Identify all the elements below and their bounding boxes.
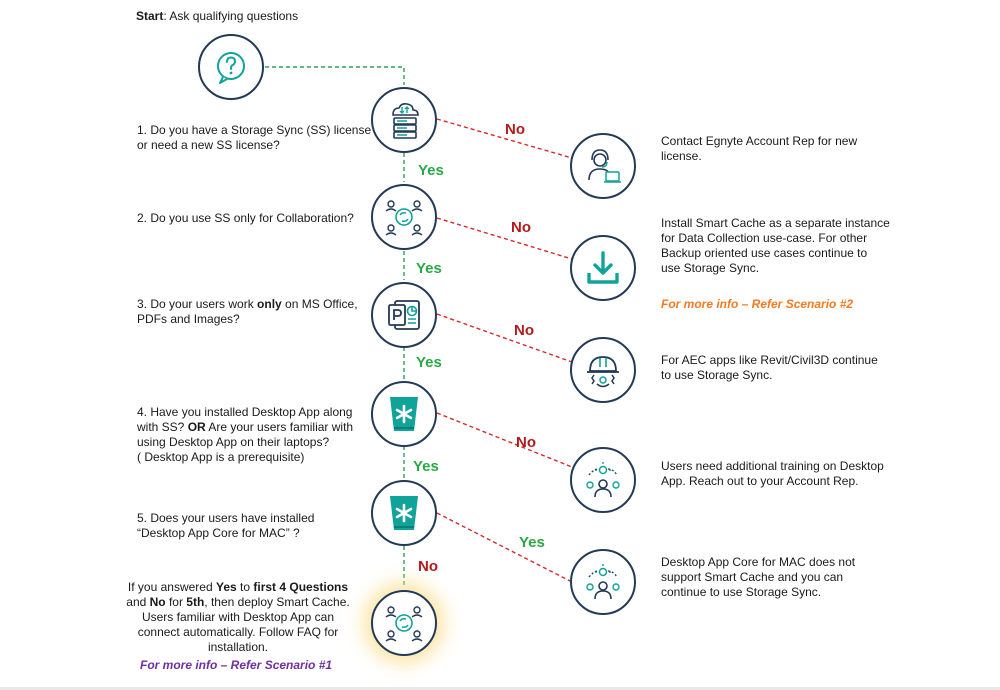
powerpoint-icon bbox=[388, 300, 420, 330]
start-node bbox=[198, 34, 264, 100]
yes-link-5 bbox=[436, 512, 573, 583]
start-connector bbox=[265, 66, 405, 85]
outcome-3-text: For AEC apps like Revit/Civil3D continue… bbox=[661, 353, 878, 382]
scenario-1-reference: For more info – Refer Scenario #1 bbox=[140, 658, 333, 672]
no-label-5: No bbox=[418, 558, 438, 575]
support-agent-icon bbox=[588, 149, 621, 183]
scenario-2-reference: For more info – Refer Scenario #2 bbox=[661, 297, 854, 311]
question-3: 3. Do your users work only on MS Office,… bbox=[137, 297, 358, 326]
training-team-icon bbox=[586, 462, 620, 498]
question-icon bbox=[217, 52, 245, 84]
desktop-app-icon bbox=[390, 496, 418, 530]
download-icon bbox=[587, 251, 619, 284]
desktop-app-icon bbox=[390, 397, 418, 431]
outcome-2-node bbox=[570, 235, 636, 301]
training-team-icon bbox=[586, 564, 620, 600]
q1-node bbox=[371, 87, 437, 153]
smart-cache-icon bbox=[385, 606, 423, 642]
no-label-2: No bbox=[511, 219, 531, 236]
question-1: 1. Do you have a Storage Sync (SS) licen… bbox=[137, 123, 372, 152]
q2-node bbox=[371, 184, 437, 250]
no-label-4: No bbox=[516, 434, 536, 451]
outcome-1-node bbox=[570, 133, 636, 199]
outcome-1-text: Contact Egnyte Account Rep for new licen… bbox=[661, 134, 858, 163]
yes-label-4: Yes bbox=[413, 458, 439, 475]
outcome-5-text: Desktop App Core for MAC does not suppor… bbox=[661, 555, 856, 599]
no-link-3 bbox=[436, 313, 573, 363]
bottom-border bbox=[0, 687, 1000, 690]
cloud-server-icon bbox=[392, 103, 419, 139]
outcome-2-text: Install Smart Cache as a separate instan… bbox=[661, 216, 890, 275]
smart-cache-node bbox=[371, 590, 437, 656]
q5-node bbox=[371, 480, 437, 546]
start-title: Start: Ask qualifying questions bbox=[136, 9, 299, 23]
yes-label-3: Yes bbox=[416, 354, 442, 371]
yes-label-2: Yes bbox=[416, 260, 442, 277]
q4-node bbox=[371, 381, 437, 447]
yes-label-1: Yes bbox=[418, 162, 444, 179]
no-link-2 bbox=[436, 217, 573, 260]
question-2: 2. Do you use SS only for Collaboration? bbox=[137, 211, 354, 225]
outcome-4-text: Users need additional training on Deskto… bbox=[661, 459, 884, 488]
no-label-1: No bbox=[505, 121, 525, 138]
outcome-5-node bbox=[570, 549, 636, 615]
collaboration-cycle-icon bbox=[385, 200, 423, 236]
q3-node bbox=[371, 282, 437, 348]
question-5: 5. Does your users have installed “Deskt… bbox=[137, 511, 315, 540]
question-4: 4. Have you installed Desktop App along … bbox=[137, 405, 354, 464]
yes-label-5: Yes bbox=[519, 534, 545, 551]
outcome-4-node bbox=[570, 447, 636, 513]
no-link-4 bbox=[436, 412, 573, 468]
no-link-1 bbox=[436, 118, 573, 159]
engineer-helmet-icon bbox=[587, 356, 619, 388]
conclusion-text: If you answered Yes to first 4 Questions… bbox=[126, 580, 350, 654]
no-label-3: No bbox=[514, 322, 534, 339]
outcome-3-node bbox=[570, 337, 636, 403]
